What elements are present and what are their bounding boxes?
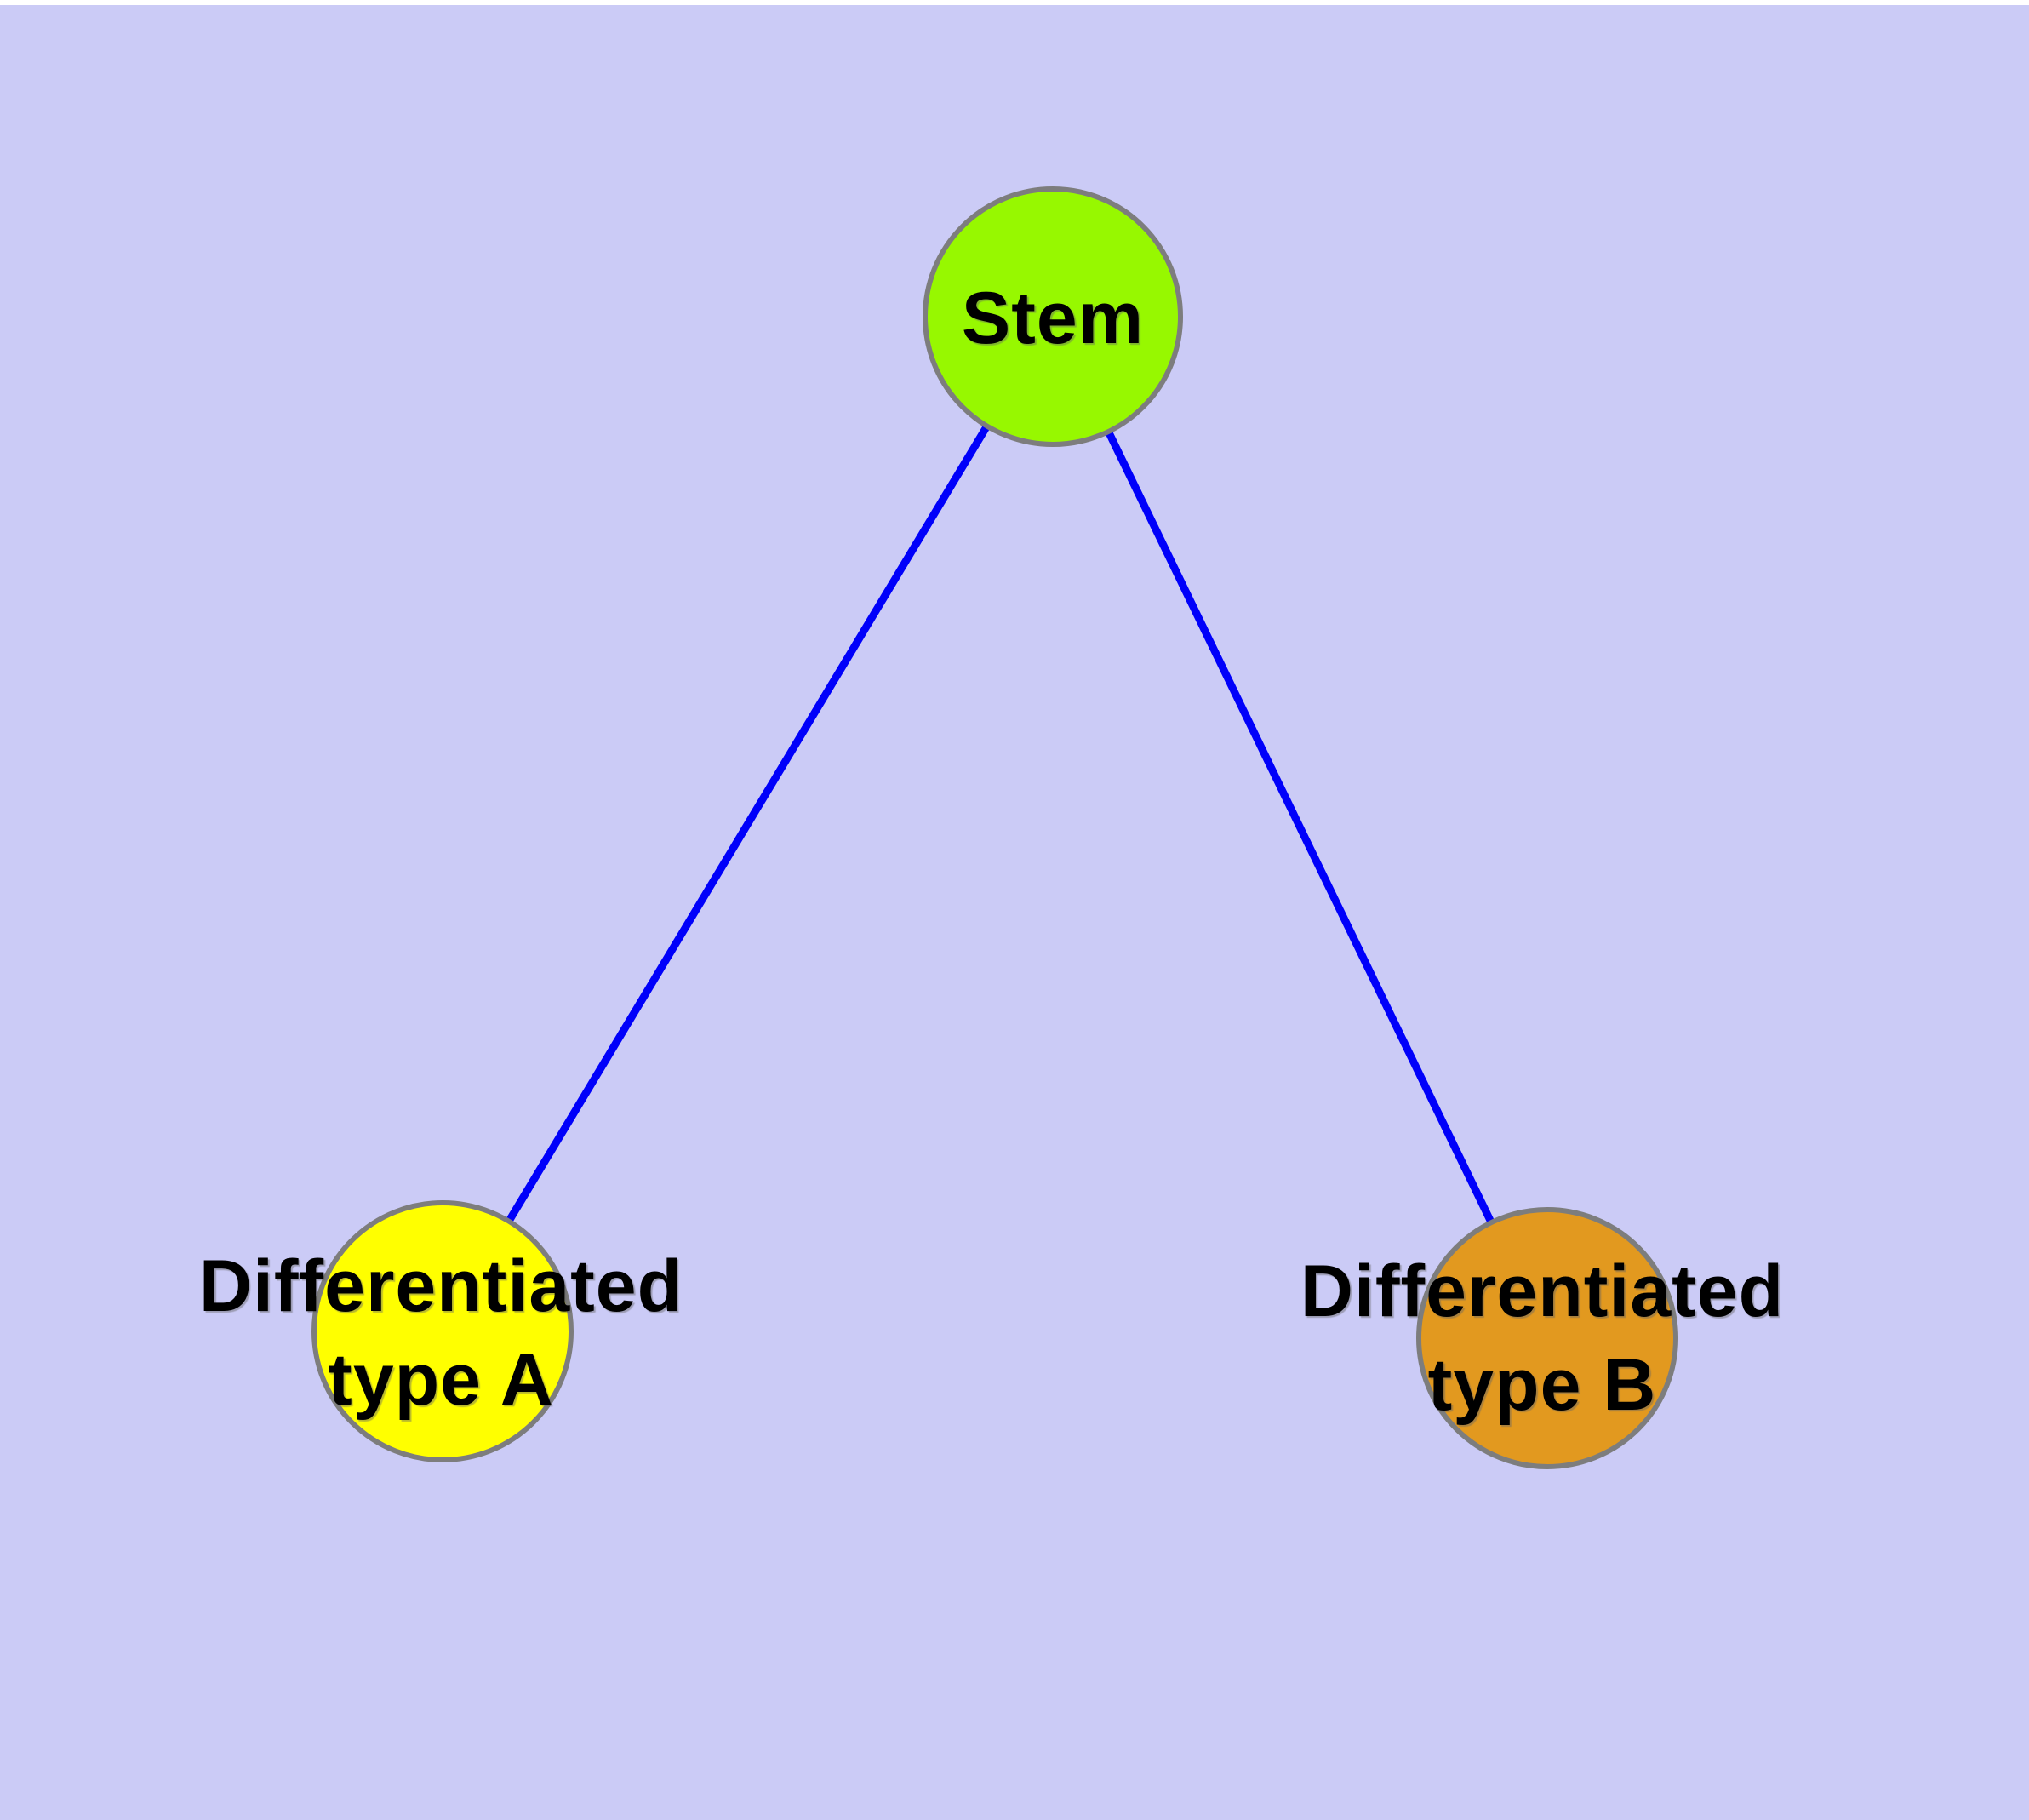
node-differentiated-type-b-label-line1: Differentiated <box>1300 1251 1785 1332</box>
node-differentiated-type-a-label-line1: Differentiated <box>198 1245 683 1327</box>
node-differentiated-type-b-label-line2: type B <box>1427 1344 1657 1426</box>
node-stem-label-text: Stem <box>961 278 1145 359</box>
edge-stem-to-type-a <box>438 312 1057 1336</box>
node-differentiated-type-a-label-line2: type A <box>328 1339 554 1421</box>
node-differentiated-type-a-circle <box>311 1200 574 1462</box>
node-differentiated-type-b-circle <box>1416 1207 1678 1469</box>
node-differentiated-type-b-label: Differentiated type B <box>1300 1245 1784 1432</box>
edge-stem-to-type-b <box>1049 312 1552 1342</box>
node-stem-circle <box>923 186 1183 447</box>
node-stem-label: Stem <box>962 272 1144 365</box>
node-differentiated-type-a-label: Differentiated type A <box>199 1239 683 1427</box>
